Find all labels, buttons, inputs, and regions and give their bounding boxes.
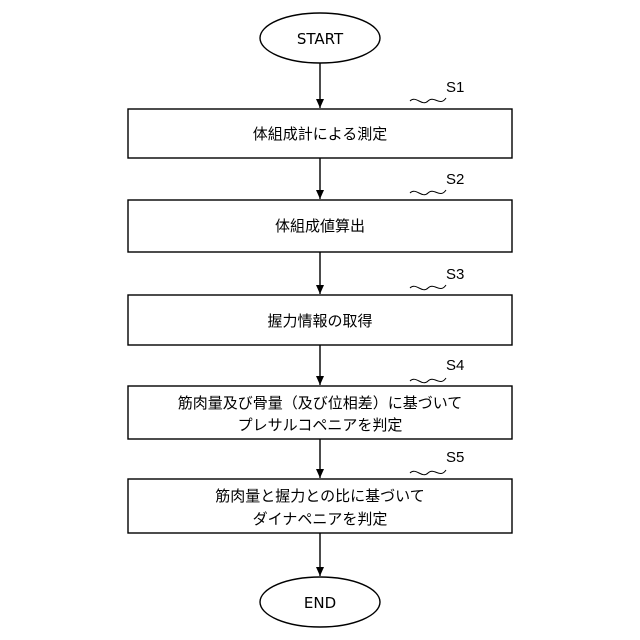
- step-s2-id: S2: [446, 171, 464, 188]
- step-s3-text: 握力情報の取得: [267, 312, 372, 330]
- step-s4-leader: [410, 378, 446, 383]
- step-s1-text: 体組成計による測定: [253, 125, 388, 143]
- step-s4-id: S4: [446, 357, 464, 374]
- end-terminal: END: [260, 577, 380, 627]
- step-s3-id: S3: [446, 266, 464, 283]
- start-label: START: [297, 30, 344, 48]
- end-label: END: [304, 594, 336, 612]
- step-s5-leader: [410, 470, 446, 475]
- step-s5-id: S5: [446, 449, 464, 466]
- step-s4-text-line1: 筋肉量及び骨量（及び位相差）に基づいて: [178, 394, 463, 412]
- step-s2-text: 体組成値算出: [275, 217, 365, 235]
- step-s2-leader: [410, 190, 446, 195]
- step-s5-text-line1: 筋肉量と握力との比に基づいて: [215, 487, 424, 505]
- step-s3-leader: [410, 285, 446, 290]
- start-terminal: START: [260, 13, 380, 63]
- step-s1-id: S1: [446, 79, 464, 96]
- step-s1-leader: [410, 98, 446, 103]
- step-s5-text-line2: ダイナペニアを判定: [253, 510, 388, 528]
- step-s4-text-line2: プレサルコペニアを判定: [238, 416, 403, 434]
